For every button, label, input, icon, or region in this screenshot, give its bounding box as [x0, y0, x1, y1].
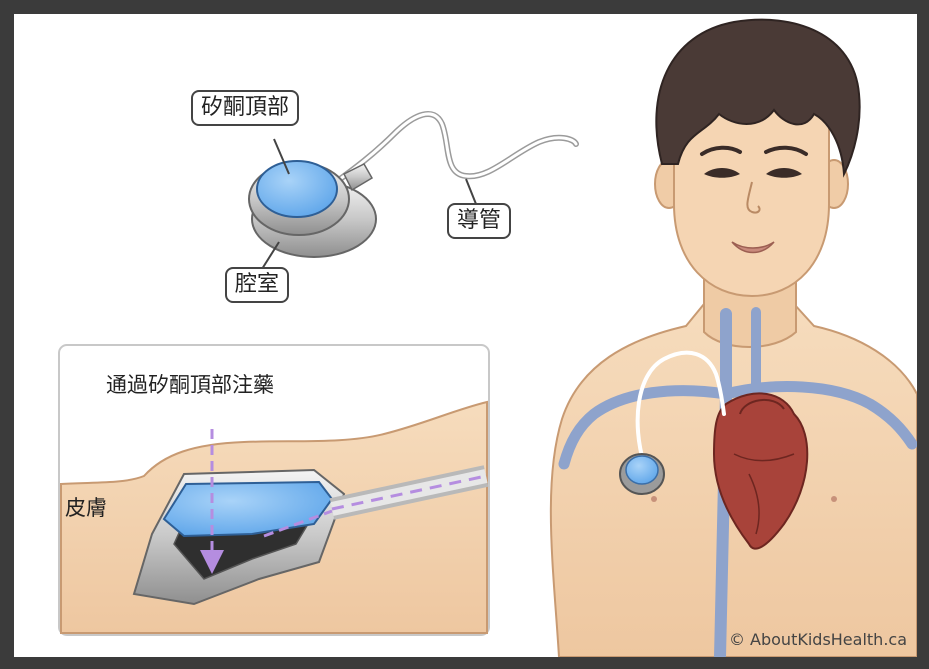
boy-figure	[551, 20, 917, 657]
port-outlet	[344, 164, 372, 190]
port-silicone-top	[257, 161, 337, 217]
implanted-port	[620, 454, 664, 494]
illustration-canvas: 矽酮頂部 導管 腔室 通過矽酮頂部注藥 皮膚 © AboutKidsHealth…	[14, 14, 917, 657]
label-skin: 皮膚	[65, 492, 107, 522]
label-catheter: 導管	[447, 203, 511, 239]
copyright-credit: © AboutKidsHealth.ca	[729, 630, 907, 649]
boy-right-nipple	[831, 496, 837, 502]
illustration-svg	[14, 14, 917, 657]
port-device	[249, 114, 576, 269]
label-chamber: 腔室	[225, 267, 289, 303]
label-inject-through-top: 通過矽酮頂部注藥	[106, 369, 274, 399]
label-silicone-top: 矽酮頂部	[191, 90, 299, 126]
boy-left-nipple	[651, 496, 657, 502]
